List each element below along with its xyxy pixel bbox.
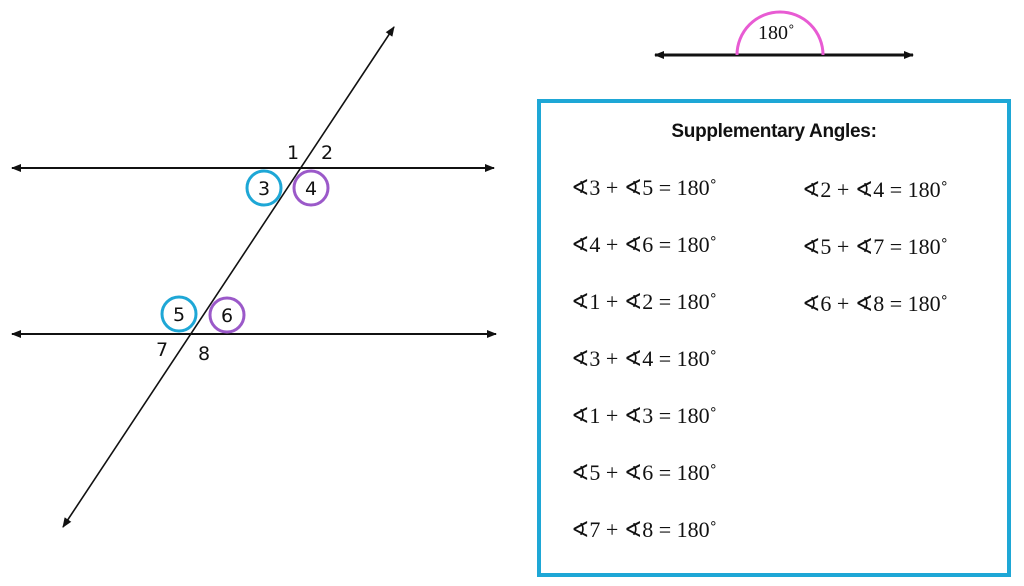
- equation-right-2: ∢5 + ∢7 = 180˚: [802, 234, 949, 259]
- angle-label-1: 1: [287, 142, 299, 164]
- equation-right-1: ∢2 + ∢4 = 180˚: [802, 177, 949, 202]
- angle-label-5: 5: [173, 304, 185, 326]
- equation-left-7: ∢7 + ∢8 = 180˚: [571, 517, 718, 542]
- equation-left-5: ∢1 + ∢3 = 180˚: [571, 403, 718, 428]
- straight-angle-label: 180˚: [758, 22, 795, 44]
- equation-left-3: ∢1 + ∢2 = 180˚: [571, 289, 718, 314]
- equation-left-1: ∢3 + ∢5 = 180˚: [571, 175, 718, 200]
- supplementary-angles-panel: Supplementary Angles: ∢3 + ∢5 = 180˚ ∢4 …: [537, 99, 1011, 577]
- angle-label-7: 7: [156, 339, 168, 361]
- equation-left-4: ∢3 + ∢4 = 180˚: [571, 346, 718, 371]
- equation-right-3: ∢6 + ∢8 = 180˚: [802, 291, 949, 316]
- angle-label-8: 8: [198, 343, 210, 365]
- angle-3-highlight-circle: [245, 169, 283, 207]
- equation-left-6: ∢5 + ∢6 = 180˚: [571, 460, 718, 485]
- transversal-line: [62, 26, 395, 528]
- panel-title: Supplementary Angles:: [671, 121, 877, 142]
- angle-label-3: 3: [258, 178, 270, 200]
- angle-6-highlight-circle: [208, 296, 246, 334]
- angle-4-highlight-circle: [292, 169, 330, 207]
- angle-label-4: 4: [305, 178, 317, 200]
- angle-label-6: 6: [221, 305, 233, 327]
- angle-label-2: 2: [321, 142, 333, 164]
- straight-angle-arc: [735, 10, 825, 56]
- equation-left-2: ∢4 + ∢6 = 180˚: [571, 232, 718, 257]
- angle-5-highlight-circle: [160, 295, 198, 333]
